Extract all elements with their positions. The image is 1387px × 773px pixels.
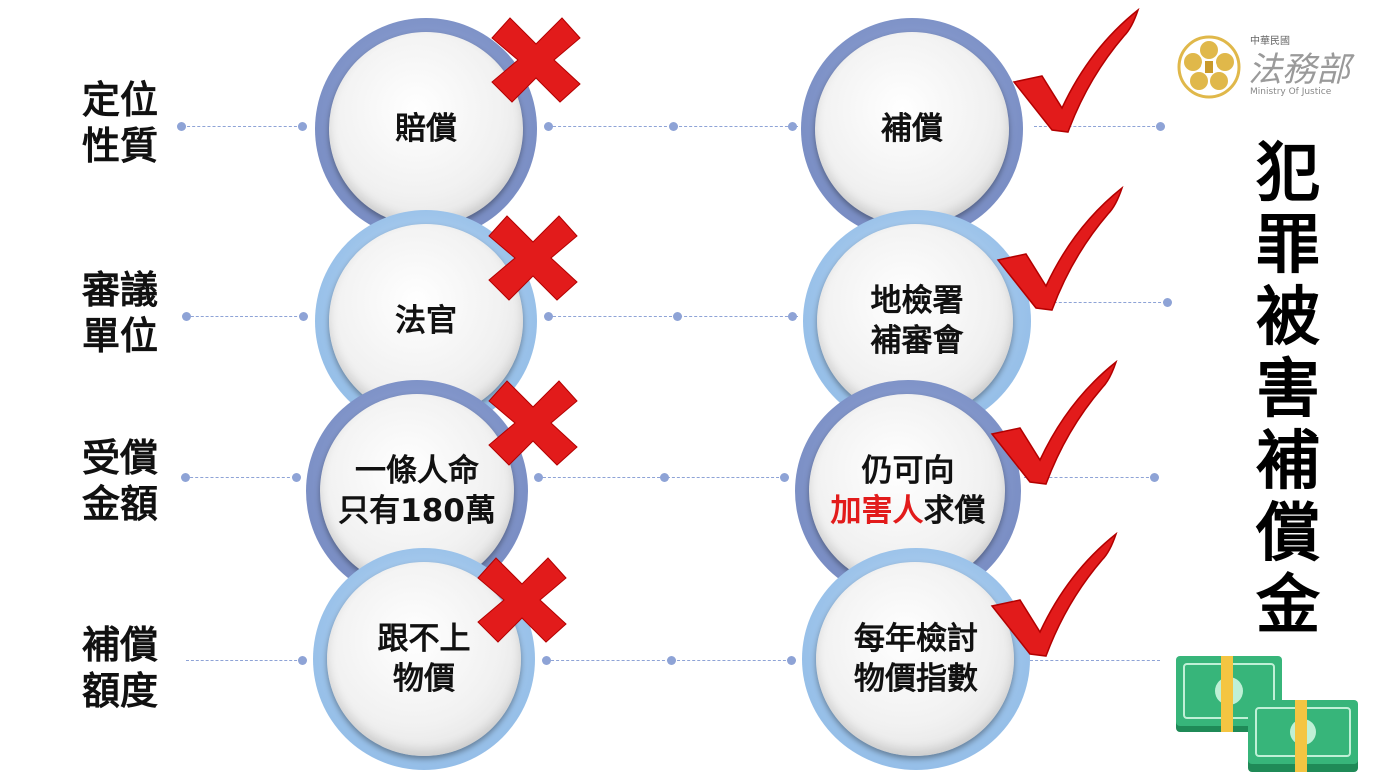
connector-line — [1034, 302, 1166, 303]
connector-dot — [660, 473, 669, 482]
text-line: 法官 — [395, 303, 457, 339]
right-option-text: 地檢署 補審會 — [871, 281, 964, 361]
right-option-text: 每年檢討 物價指數 — [854, 619, 978, 699]
connector-dot — [787, 656, 796, 665]
connector-line — [185, 477, 295, 478]
connector-dot — [292, 473, 301, 482]
ministry-logo: 中華民國 法務部 Ministry Of Justice — [1176, 32, 1356, 102]
title-char: 金 — [1256, 568, 1320, 643]
title-char: 罪 — [1256, 208, 1320, 283]
row-label-line: 單位 — [82, 314, 159, 358]
wrong-option-circle: 跟不上 物價 — [313, 548, 535, 770]
text-line: 物價 — [393, 661, 455, 697]
title-char: 補 — [1256, 424, 1320, 499]
connector-line — [1030, 660, 1160, 661]
connector-line — [182, 126, 302, 127]
row-label-line: 補償 — [82, 623, 159, 667]
connector-dot — [780, 473, 789, 482]
text-line: 只有180萬 — [338, 493, 496, 529]
logo-sub-text: Ministry Of Justice — [1250, 87, 1332, 97]
checkmark-icon — [996, 186, 1124, 311]
text-line: 物價指數 — [854, 661, 978, 697]
connector-dot — [181, 473, 190, 482]
row-label-line: 定位 — [82, 78, 159, 122]
text-line: 一條人命 — [355, 453, 479, 489]
connector-dot — [669, 122, 678, 131]
row-label-compensation-limit: 補償 額度 — [82, 622, 182, 714]
text-line: 仍可向 — [831, 451, 986, 491]
wrong-option-circle: 一條人命 只有180萬 — [306, 380, 528, 602]
text-line: 地檢署 — [870, 283, 964, 319]
connector-dot — [542, 656, 551, 665]
wrong-option-circle: 賠償 — [315, 18, 537, 240]
connector-dot — [667, 656, 676, 665]
logo-top-text: 中華民國 — [1250, 36, 1290, 47]
connector-dot — [177, 122, 186, 131]
checkmark-icon — [1012, 8, 1140, 133]
connector-dot — [788, 312, 797, 321]
text-segment-highlight: 加害人 — [830, 493, 924, 529]
row-label-line: 額度 — [82, 669, 159, 713]
connector-dot — [788, 122, 797, 131]
row-label-line: 金額 — [82, 482, 159, 526]
connector-dot — [1163, 298, 1172, 307]
row-label-compensation-amount: 受償 金額 — [82, 435, 182, 527]
connector-dot — [544, 312, 553, 321]
right-option-text: 仍可向 加害人求償 — [831, 451, 986, 531]
text-line: 賠償 — [395, 111, 457, 147]
cross-icon — [491, 17, 581, 103]
right-option-circle: 每年檢討 物價指數 — [802, 548, 1030, 770]
connector-line — [186, 660, 302, 661]
text-line: 補審會 — [870, 323, 964, 359]
text-line: 加害人求償 — [831, 491, 986, 531]
text-segment: 仍可向 — [861, 453, 955, 489]
checkmark-icon — [990, 532, 1118, 657]
connector-line — [1024, 477, 1154, 478]
wrong-option-text: 一條人命 只有180萬 — [338, 451, 496, 531]
row-label-line: 審議 — [82, 268, 159, 312]
text-line: 跟不上 — [377, 621, 471, 657]
checkmark-icon — [990, 360, 1118, 485]
wrong-option-circle: 法官 — [315, 210, 537, 432]
row-label-review-unit: 審議 單位 — [82, 267, 182, 359]
connector-dot — [182, 312, 191, 321]
cross-icon — [488, 380, 578, 466]
text-line: 補償 — [881, 111, 943, 147]
wrong-option-text: 法官 — [395, 301, 457, 341]
connector-dot — [673, 312, 682, 321]
right-option-text: 補償 — [881, 109, 943, 149]
title-char: 償 — [1256, 496, 1320, 571]
right-option-circle: 補償 — [801, 18, 1023, 240]
logo-main-text: 法務部 — [1248, 50, 1350, 90]
connector-dot — [544, 122, 553, 131]
banknote-stack-icon — [1176, 656, 1358, 772]
row-label-line: 受償 — [82, 436, 159, 480]
text-line: 每年檢討 — [854, 621, 978, 657]
plum-blossom-emblem-icon — [1177, 35, 1241, 99]
row-label-line: 性質 — [82, 124, 159, 168]
connector-dot — [1156, 122, 1165, 131]
cross-icon — [477, 557, 567, 643]
connector-dot — [299, 312, 308, 321]
wrong-option-text: 賠償 — [395, 109, 457, 149]
vertical-title: 犯 罪 被 害 補 償 金 — [1248, 138, 1328, 642]
title-char: 被 — [1256, 280, 1320, 355]
text-segment: 求償 — [923, 493, 986, 529]
title-char: 害 — [1256, 352, 1320, 427]
connector-line — [1034, 126, 1160, 127]
connector-dot — [298, 656, 307, 665]
connector-dot — [1150, 473, 1159, 482]
connector-dot — [534, 473, 543, 482]
connector-dot — [298, 122, 307, 131]
row-label-positioning: 定位 性質 — [82, 77, 182, 169]
title-char: 犯 — [1256, 136, 1320, 211]
wrong-option-text: 跟不上 物價 — [378, 619, 471, 699]
cross-icon — [488, 215, 578, 301]
connector-line — [186, 316, 302, 317]
